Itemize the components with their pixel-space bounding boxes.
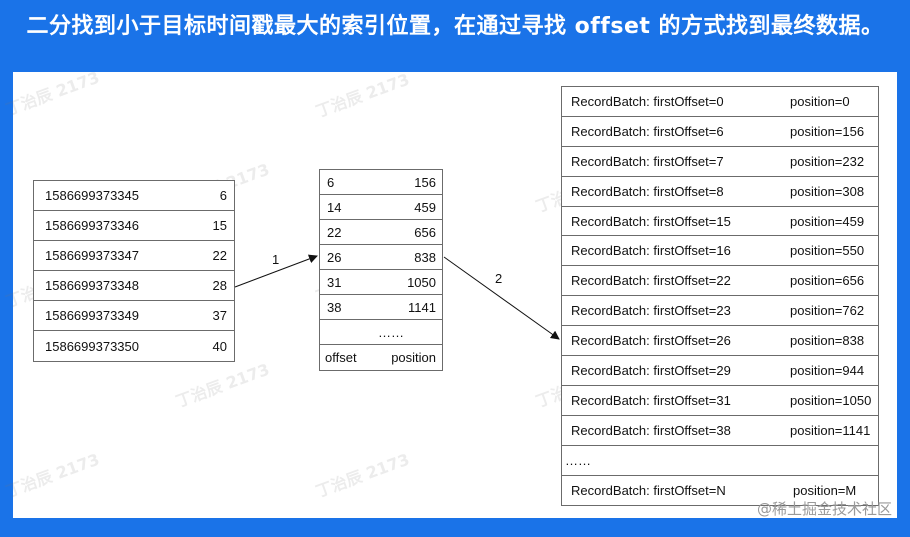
offset-cell: 31 <box>327 274 342 290</box>
position-cell: position=308 <box>790 183 865 199</box>
table-row: 26 838 <box>320 245 442 270</box>
position-cell: position=838 <box>790 333 865 349</box>
table-row: 22 656 <box>320 220 442 245</box>
position-cell: position=M <box>793 483 857 499</box>
table-row: 1586699373347 22 <box>34 241 234 271</box>
ellipsis: …… <box>378 324 404 340</box>
ellipsis-row: …… <box>562 446 878 476</box>
record-batch-cell: RecordBatch: firstOffset=29 <box>571 362 731 378</box>
table-row: RecordBatch: firstOffset=6 position=156 <box>562 117 878 147</box>
record-batch-cell: RecordBatch: firstOffset=6 <box>571 123 724 139</box>
position-cell: position=656 <box>790 273 865 289</box>
table-row: 1586699373346 15 <box>34 211 234 241</box>
position-cell: position=762 <box>790 303 865 319</box>
watermark: 丁治辰 2173 <box>3 67 102 120</box>
table-row: 1586699373349 37 <box>34 301 234 331</box>
position-cell: position=459 <box>790 213 865 229</box>
credit-watermark: @稀土掘金技术社区 <box>756 500 892 518</box>
table-row: 6 156 <box>320 170 442 195</box>
table-row: RecordBatch: firstOffset=16 position=550 <box>562 236 878 267</box>
watermark: 丁治辰 2173 <box>3 449 102 502</box>
offset-cell: 37 <box>212 308 227 323</box>
timestamp-cell: 1586699373349 <box>45 308 139 323</box>
position-cell: 1141 <box>408 299 436 315</box>
offset-index-table: 6 156 14 459 22 656 26 838 31 1050 38 11… <box>319 169 443 371</box>
offset-cell: 15 <box>212 218 227 233</box>
page-title: 二分找到小于目标时间戳最大的索引位置，在通过寻找 offset 的方式找到最终数… <box>26 14 884 39</box>
offset-header: offset <box>325 350 357 365</box>
record-batch-cell: RecordBatch: firstOffset=15 <box>571 213 731 229</box>
timestamp-cell: 1586699373345 <box>45 188 139 203</box>
log-segment-table: RecordBatch: firstOffset=0 position=0 Rec… <box>561 86 879 507</box>
record-batch-cell: RecordBatch: firstOffset=0 <box>571 93 724 109</box>
table-row: RecordBatch: firstOffset=29 position=944 <box>562 356 878 386</box>
position-cell: position=0 <box>790 93 850 109</box>
diagram-canvas: 丁治辰 2173 丁治辰 2173 丁治辰 2173 丁治辰 2173 丁治辰 … <box>3 68 897 518</box>
offset-cell: 40 <box>212 338 227 354</box>
record-batch-cell: RecordBatch: firstOffset=38 <box>571 422 731 438</box>
watermark: 丁治辰 2173 <box>173 359 272 412</box>
timestamp-cell: 1586699373347 <box>45 248 139 263</box>
table-row: RecordBatch: firstOffset=8 position=308 <box>562 177 878 207</box>
position-cell: 156 <box>414 174 436 190</box>
table-row: 14 459 <box>320 195 442 220</box>
position-cell: position=156 <box>790 123 865 139</box>
arrow-step-2 <box>443 256 560 340</box>
table-row: 31 1050 <box>320 270 442 295</box>
step-2-label: 2 <box>495 271 503 286</box>
table-row: RecordBatch: firstOffset=31 position=1050 <box>562 386 878 416</box>
position-cell: position=944 <box>790 362 865 378</box>
timestamp-cell: 1586699373348 <box>45 278 139 293</box>
offset-cell: 14 <box>327 199 342 215</box>
offset-cell: 22 <box>327 224 342 240</box>
ellipsis-row: …… <box>320 320 442 345</box>
position-cell: 1050 <box>407 274 436 290</box>
timestamp-cell: 1586699373346 <box>45 218 139 233</box>
position-cell: 656 <box>414 224 436 240</box>
table-row: RecordBatch: firstOffset=26 position=838 <box>562 326 878 357</box>
position-cell: 459 <box>414 199 436 215</box>
table-row: RecordBatch: firstOffset=38 position=1141 <box>562 416 878 446</box>
offset-cell: 6 <box>327 174 335 190</box>
record-batch-cell: RecordBatch: firstOffset=26 <box>571 333 731 349</box>
table-row: RecordBatch: firstOffset=22 position=656 <box>562 266 878 297</box>
table-row: RecordBatch: firstOffset=23 position=762 <box>562 296 878 327</box>
table-row: 1586699373345 6 <box>34 181 234 211</box>
position-header: position <box>391 350 436 365</box>
table-row: RecordBatch: firstOffset=15 position=459 <box>562 207 878 237</box>
record-batch-cell: RecordBatch: firstOffset=N <box>571 483 726 499</box>
watermark: 丁治辰 2173 <box>313 449 412 502</box>
ellipsis: …… <box>565 452 591 468</box>
table-row: RecordBatch: firstOffset=N position=M <box>562 476 878 506</box>
position-cell: position=550 <box>790 243 865 259</box>
record-batch-cell: RecordBatch: firstOffset=22 <box>571 273 731 289</box>
position-cell: position=1050 <box>790 392 872 408</box>
position-cell: 838 <box>414 249 436 265</box>
offset-cell: 28 <box>212 278 227 293</box>
table-row: 1586699373350 40 <box>34 331 234 361</box>
position-cell: position=1141 <box>790 422 871 438</box>
record-batch-cell: RecordBatch: firstOffset=23 <box>571 303 731 319</box>
watermark: 丁治辰 2173 <box>313 69 412 122</box>
footer-row: offset position <box>320 345 442 370</box>
record-batch-cell: RecordBatch: firstOffset=8 <box>571 183 724 199</box>
record-batch-cell: RecordBatch: firstOffset=7 <box>571 153 724 169</box>
position-cell: position=232 <box>790 153 865 169</box>
offset-cell: 22 <box>212 248 227 263</box>
record-batch-cell: RecordBatch: firstOffset=31 <box>571 392 731 408</box>
table-row: RecordBatch: firstOffset=0 position=0 <box>562 87 878 117</box>
timestamp-cell: 1586699373350 <box>45 338 139 354</box>
record-batch-cell: RecordBatch: firstOffset=16 <box>571 243 731 259</box>
timestamp-index-table: 1586699373345 6 1586699373346 15 1586699… <box>33 180 235 362</box>
offset-cell: 6 <box>219 188 227 203</box>
table-row: 1586699373348 28 <box>34 271 234 301</box>
offset-cell: 38 <box>327 299 342 315</box>
step-1-label: 1 <box>272 252 280 267</box>
table-row: RecordBatch: firstOffset=7 position=232 <box>562 147 878 177</box>
offset-cell: 26 <box>327 249 342 265</box>
table-row: 38 1141 <box>320 295 442 320</box>
